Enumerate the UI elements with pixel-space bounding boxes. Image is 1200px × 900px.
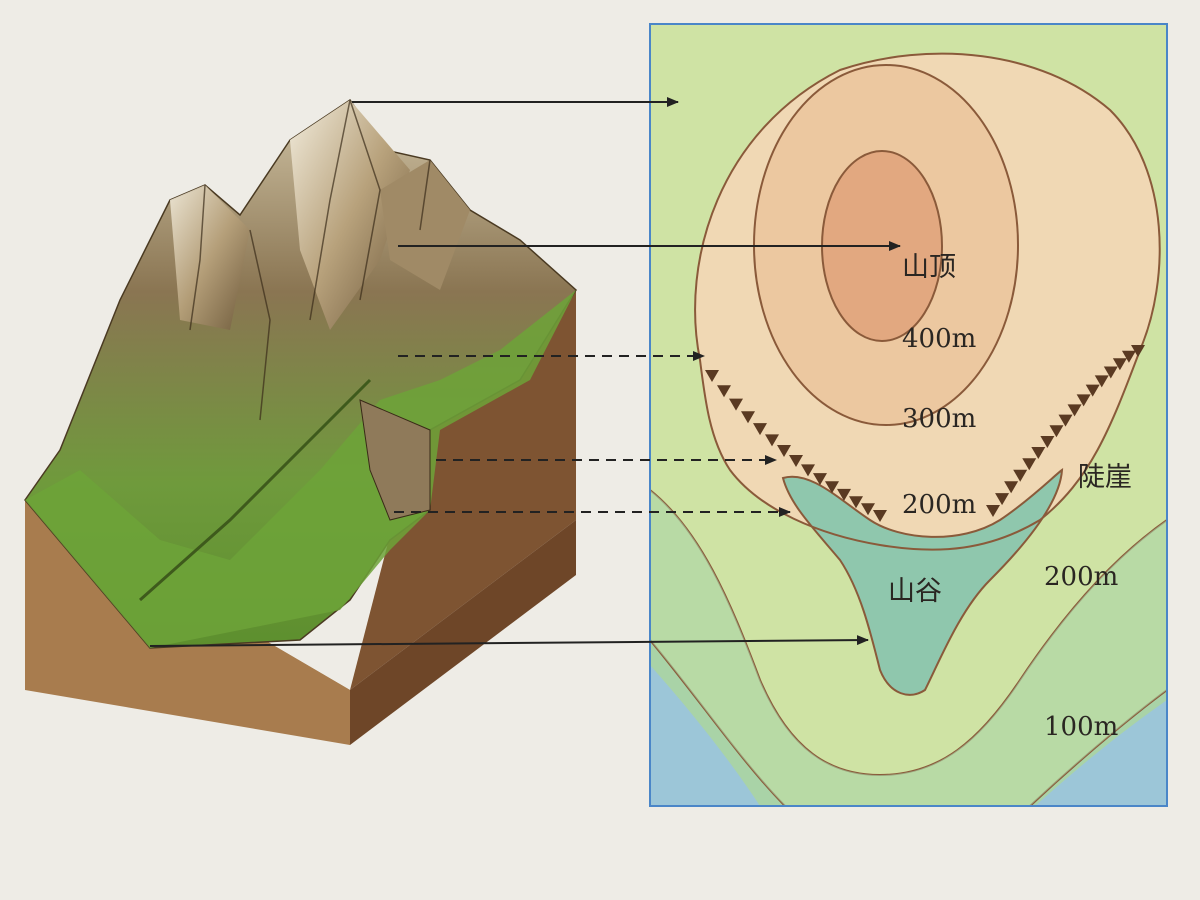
cliff-tick: [1022, 458, 1037, 471]
main-peak: [290, 100, 410, 330]
cliff-tick: [1094, 375, 1109, 388]
cliff-face-3d: [359, 399, 431, 521]
cliff-tick: [986, 505, 1000, 517]
cliff-tick: [873, 510, 887, 522]
label-100m: 100m: [1044, 712, 1119, 742]
label-summit: 山顶: [902, 252, 956, 283]
cliff-tick: [849, 496, 863, 509]
terrain-block: [24, 98, 577, 745]
valley-cleft: [139, 378, 372, 602]
cliff-tick: [1112, 358, 1127, 371]
map-frame: [649, 23, 1168, 807]
cliff-tick: [765, 434, 779, 447]
cliff-tick: [1013, 469, 1028, 482]
cliff-tick: [1067, 404, 1082, 417]
cliff-tick: [741, 411, 755, 424]
cliff-tick: [801, 464, 815, 477]
right-ridge: [380, 160, 470, 290]
cliff-tick: [789, 455, 803, 468]
cliff-tick: [1004, 481, 1019, 494]
cliff-tick: [1131, 345, 1145, 357]
cliff-tick: [1121, 350, 1136, 363]
block-right-face-side: [350, 520, 576, 745]
cliff-tick: [1076, 394, 1091, 407]
cliff-tick: [717, 385, 731, 398]
label-200m-upper: 200m: [902, 490, 977, 520]
cliff-tick: [1049, 425, 1064, 438]
lowland-vegetation: [25, 290, 576, 648]
label-valley: 山谷: [888, 576, 942, 607]
label-400m: 400m: [902, 324, 977, 354]
ridge-lines: [189, 99, 431, 421]
cliff-tick: [825, 481, 839, 494]
cliff-tick: [1040, 436, 1055, 449]
cliff-tick: [729, 398, 743, 411]
connector-arrows: [149, 97, 901, 647]
arrow-valley: [149, 635, 869, 647]
label-300m: 300m: [902, 404, 977, 434]
label-cliff: 陡崖: [1078, 462, 1132, 493]
cliff-tick: [1085, 384, 1100, 397]
cliff-tick: [753, 423, 767, 436]
cliff-tick: [705, 370, 719, 382]
cliff-tick: [995, 493, 1010, 506]
cliff-tick: [1103, 366, 1118, 379]
block-right-face: [350, 290, 576, 690]
cliff-tick: [777, 445, 791, 458]
secondary-peak: [170, 185, 250, 330]
cliff-tick: [1058, 414, 1073, 427]
cliff-tick: [861, 503, 875, 516]
cliff-symbol: [705, 345, 1145, 522]
cliff-tick: [837, 488, 851, 501]
label-200m-right: 200m: [1044, 562, 1119, 592]
water-left: [650, 665, 760, 806]
cliff-tick: [813, 473, 827, 486]
valley-zone: [781, 467, 1064, 696]
water-right: [1035, 700, 1167, 806]
cliff-tick: [1031, 447, 1046, 460]
zone-100-200m: [650, 490, 1167, 806]
